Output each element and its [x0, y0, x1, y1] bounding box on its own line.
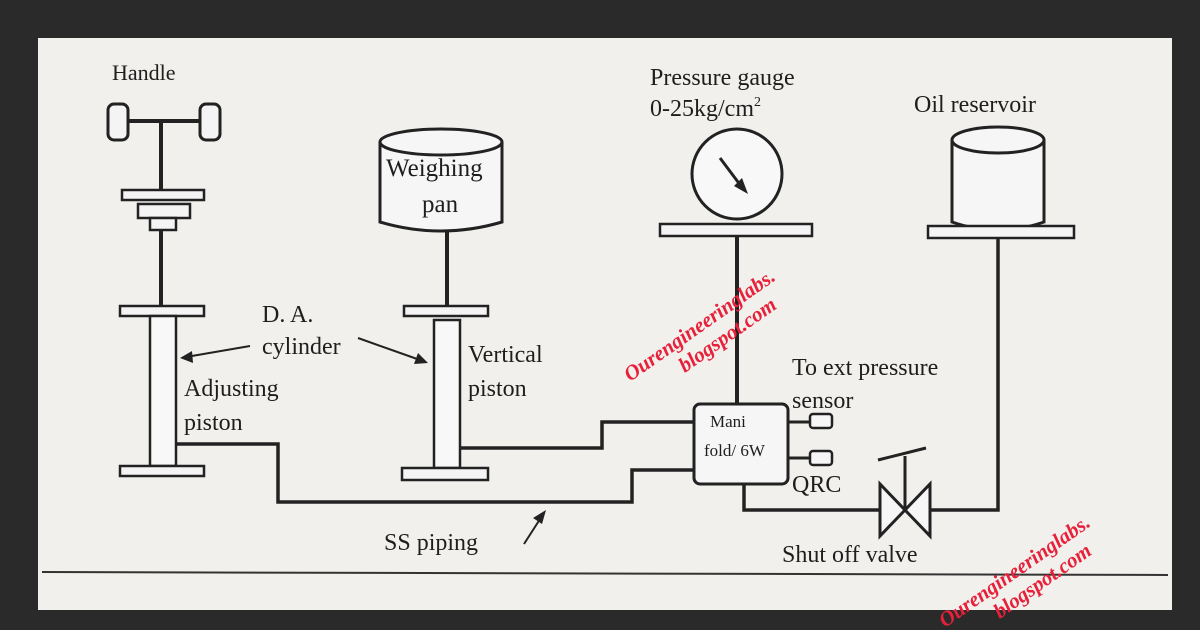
handle-knob-left: [106, 102, 130, 142]
label-to-ext-2: sensor: [792, 388, 853, 414]
manifold-box: [692, 402, 790, 486]
label-vertical-piston-1: Vertical: [468, 342, 543, 368]
weighing-pan-top: [378, 127, 504, 157]
oil-reservoir-base: [926, 224, 1076, 240]
ss-piping: [176, 238, 1000, 512]
handle-flange: [120, 188, 206, 202]
shut-off-valve: [877, 446, 932, 540]
label-qrc: QRC: [792, 472, 841, 498]
bottom-rule: [41, 571, 1169, 576]
arrow-ss-piping-head: [533, 510, 546, 524]
weighing-pan: [378, 127, 504, 306]
vertical-cylinder: [400, 304, 490, 482]
label-adjusting-piston-1: Adjusting: [184, 376, 279, 402]
label-to-ext-1: To ext pressure: [792, 355, 938, 381]
label-adjusting-piston-2: piston: [184, 410, 243, 436]
manifold: [692, 402, 834, 486]
oil-reservoir: [926, 125, 1076, 240]
handle-collar: [136, 202, 192, 220]
pipe-manifold-to-valve: [742, 484, 880, 512]
ext-sensor-port: [808, 412, 834, 430]
adjusting-top-flange: [118, 304, 206, 318]
arrow-da-to-vertical-head: [414, 353, 428, 364]
valve-triangle-right: [902, 480, 932, 540]
label-manifold-1: Mani: [710, 412, 746, 431]
label-vertical-piston-2: piston: [468, 376, 527, 402]
weighing-pan-body: [378, 142, 504, 233]
label-shut-off-valve: Shut off valve: [782, 542, 918, 568]
arrow-da-to-vertical: [357, 337, 421, 361]
label-weighing-pan-2: pan: [422, 191, 459, 218]
oil-reservoir-top: [950, 125, 1046, 155]
arrow-da-to-adjusting: [185, 345, 251, 358]
adjusting-bottom-flange: [118, 464, 206, 478]
pipe-vertical-to-manifold: [460, 420, 694, 450]
adjusting-cylinder-body: [148, 314, 178, 468]
label-pressure-gauge-2: 0-25kg/cm2: [650, 95, 761, 122]
vertical-cylinder-body: [432, 318, 462, 470]
adjusting-cylinder: [118, 304, 206, 478]
pressure-gauge-dial: [690, 127, 784, 221]
label-pressure-gauge-1: Pressure gauge: [650, 65, 795, 91]
label-manifold-2: fold/ 6W: [704, 441, 766, 460]
vertical-bottom-flange: [400, 466, 490, 482]
label-da-cylinder-2: cylinder: [262, 334, 341, 360]
pressure-gauge-needle-tip: [734, 178, 748, 194]
label-da-cylinder-1: D. A.: [262, 302, 313, 328]
handle-knob-right: [198, 102, 222, 142]
handle-assembly: [106, 102, 222, 306]
pressure-gauge: [658, 127, 814, 404]
label-ss-piping: SS piping: [384, 530, 478, 556]
label-oil-reservoir: Oil reservoir: [914, 92, 1036, 118]
qrc-port: [808, 449, 834, 467]
pipe-valve-to-reservoir: [930, 238, 1000, 512]
pipe-adjusting-to-manifold: [176, 442, 694, 504]
pointer-arrows: [180, 337, 546, 545]
valve-triangle-left: [878, 480, 908, 540]
arrow-da-to-adjusting-head: [180, 351, 193, 363]
pressure-gauge-base: [658, 222, 814, 238]
handle-nut: [148, 216, 178, 232]
label-weighing-pan-1: Weighing: [386, 155, 483, 182]
vertical-top-flange: [402, 304, 490, 318]
label-handle: Handle: [112, 60, 176, 85]
labels: Handle Weighing pan Pressure gauge 0-25k…: [112, 60, 1036, 568]
valve-handwheel: [877, 446, 927, 462]
